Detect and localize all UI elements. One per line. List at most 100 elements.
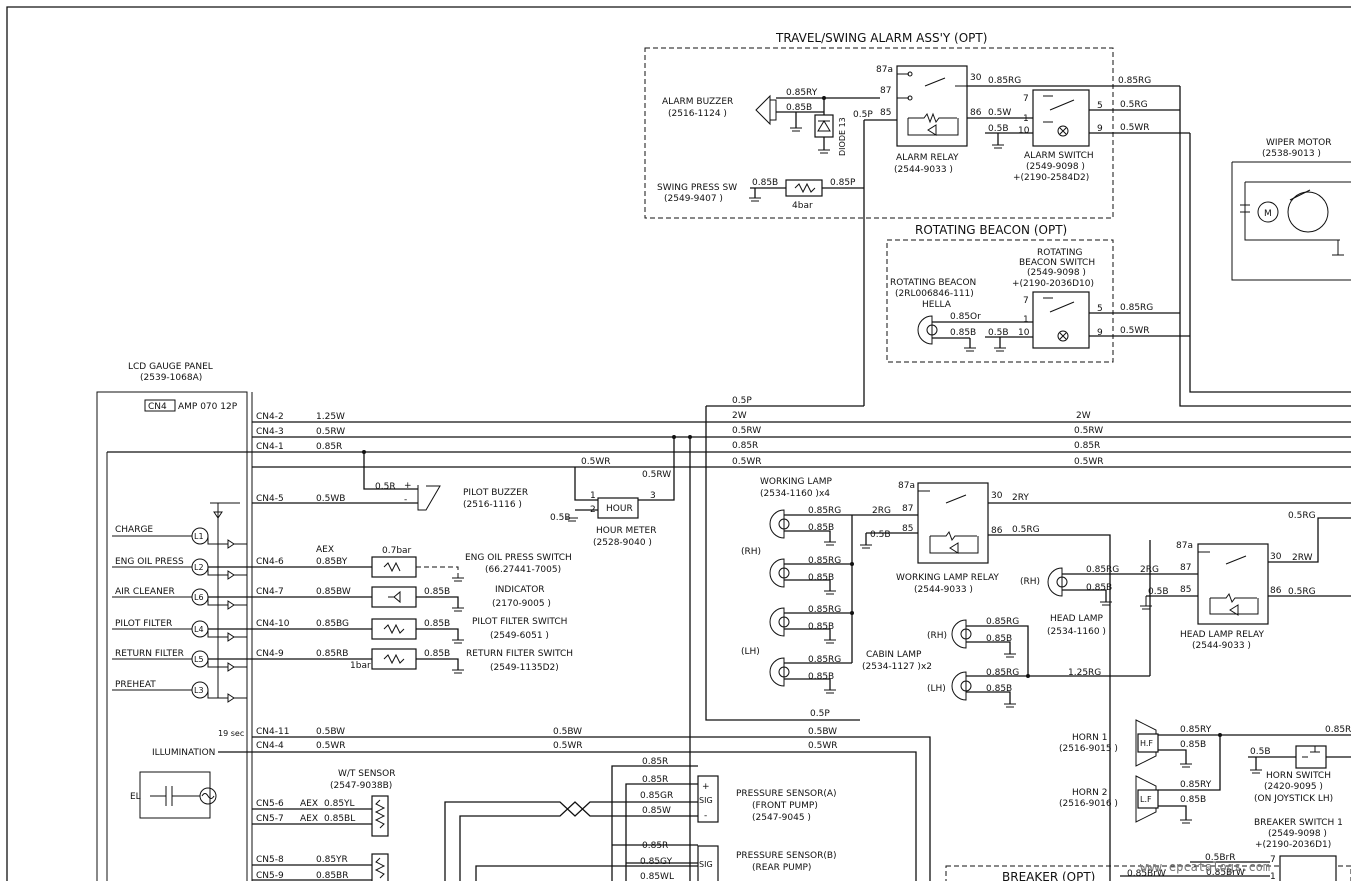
wire-label: 0.5RW <box>642 470 671 480</box>
wire-label: 0.85RG <box>808 605 841 615</box>
wire-label: 1.25W <box>316 412 345 422</box>
wire-label: 2RW <box>1292 553 1313 563</box>
lamp-id: L4 <box>194 625 204 634</box>
pin-label: CN4-1 <box>256 442 284 452</box>
pin-label: CN4-11 <box>256 727 289 737</box>
indicator-label-eng-oil: ENG OIL PRESS <box>115 557 184 567</box>
terminal-label: 87a <box>876 65 893 75</box>
wire-label: 0.85B <box>424 649 450 659</box>
hour-meter-pn: (2528-9040 ) <box>593 538 652 548</box>
terminal-label: SIG <box>699 796 713 805</box>
terminal-label: + <box>702 782 710 792</box>
lcd-gauge-panel: LCD GAUGE PANEL (2539-1068A) CN4 AMP 070… <box>96 362 253 881</box>
wire-label: 0.5RG <box>1288 587 1316 597</box>
diode-13 <box>814 114 834 138</box>
wire-label: 0.85RG <box>986 668 1019 678</box>
swing-press-switch-label: SWING PRESS SW <box>657 183 737 193</box>
head-lamp-relay-label: HEAD LAMP RELAY <box>1180 630 1264 640</box>
beacon-title: ROTATING BEACON (OPT) <box>915 223 1067 237</box>
pressure-setting-label: 1bar <box>350 661 371 671</box>
pin-label: CN4-5 <box>256 494 284 504</box>
terminal-label: 87 <box>902 504 913 514</box>
lamp-id: L3 <box>194 686 204 695</box>
wire-label: 0.5WR <box>316 741 345 751</box>
wire-label: 2RG <box>872 506 891 516</box>
diode-label: DIODE 13 <box>838 117 847 156</box>
indicator-label-pilot-filter: PILOT FILTER <box>115 619 172 629</box>
wire-label: 0.85B <box>808 573 834 583</box>
terminal-label: 9 <box>1097 124 1103 134</box>
working-lamp-relay-label: WORKING LAMP RELAY <box>896 573 999 583</box>
pressure-sensor-b-pump: (REAR PUMP) <box>752 863 811 873</box>
wire-label: 0.85B <box>808 523 834 533</box>
terminal-label: 86 <box>991 526 1003 536</box>
wire-label: 0.85GY <box>640 857 673 867</box>
alarm-switch <box>1032 89 1090 147</box>
wire-label: 0.5WR <box>581 457 610 467</box>
wire-label: 0.85WL <box>640 872 674 881</box>
indicator-label-preheat: PREHEAT <box>115 680 156 690</box>
terminal-label: 87 <box>1180 563 1191 573</box>
wire-label: 0.5B <box>550 513 571 523</box>
wire-label: 0.5RW <box>1074 426 1103 436</box>
working-lamp-relay-pn: (2544-9033 ) <box>914 585 973 595</box>
pin-label: CN5-8 <box>256 855 284 865</box>
pin-label: CN5-9 <box>256 871 284 881</box>
terminal-label: 2 <box>590 505 596 515</box>
terminal-label: 30 <box>1270 552 1282 562</box>
head-lamp-pn: (2534-1160 ) <box>1047 627 1106 637</box>
eng-oil-switch-pn: (66.27441-7005) <box>485 565 561 575</box>
wire-label: 0.85B <box>786 103 812 113</box>
eng-oil-switch-label: ENG OIL PRESS SWITCH <box>465 553 572 563</box>
side-label: (RH) <box>927 631 947 641</box>
wire-label: 2W <box>1076 411 1091 421</box>
beacon-lamp-symbol <box>917 315 933 345</box>
wire-label: 0.85B <box>986 634 1012 644</box>
pressure-sensor-b <box>697 845 719 881</box>
wire-label: 0.85BR <box>316 871 348 881</box>
horn-switch-label: HORN SWITCH <box>1266 771 1331 781</box>
wire-label: 0.85BrW <box>1127 869 1166 879</box>
horn-2-type: L.F <box>1140 795 1152 804</box>
pressure-setting-label: 0.7bar <box>382 546 412 556</box>
wt-sensor <box>371 795 389 837</box>
cabin-lamp-pn: (2534-1127 )x2 <box>862 662 932 672</box>
working-lamp-label: WORKING LAMP <box>760 477 833 487</box>
horn-switch-pn: (2420-9095 ) <box>1264 782 1323 792</box>
terminal-label: 87 <box>880 86 891 96</box>
beacon-switch <box>1032 291 1090 349</box>
wire-label: 0.85B <box>752 178 778 188</box>
wire-label: 0.85GR <box>640 791 673 801</box>
wire-label: 0.85RY <box>786 88 818 98</box>
beacon-lamp-brand: HELLA <box>922 300 952 310</box>
beacon-lamp-label: ROTATING BEACON <box>890 278 976 288</box>
terminal-label: SIG <box>699 860 713 869</box>
breaker-switch-label: BREAKER SWITCH 1 <box>1254 818 1343 828</box>
wire-label: 0.85B <box>1180 740 1206 750</box>
wire-label: 0.85Or <box>950 312 981 322</box>
wire-label: 0.85RG <box>1118 76 1151 86</box>
wire-label: 0.85R <box>642 757 668 767</box>
terminal-label: 5 <box>1097 101 1103 111</box>
terminal-label: 1 <box>1023 315 1029 325</box>
sheet-border <box>6 6 1351 881</box>
terminal-label: 10 <box>1018 328 1030 338</box>
terminal-label: 30 <box>991 491 1003 501</box>
el-label: EL <box>130 792 141 802</box>
wire-label: 0.85B <box>950 328 976 338</box>
terminal-label: 86 <box>970 108 982 118</box>
wire-label: 0.5P <box>810 709 830 719</box>
motor-m-symbol: M <box>1264 209 1272 219</box>
wire-label: 0.5B <box>988 124 1009 134</box>
pin-label: CN5-6 <box>256 799 284 809</box>
terminal-label: 1 <box>1023 114 1029 124</box>
beacon-switch-label: ROTATING <box>1037 248 1082 258</box>
horn-1-symbol <box>1135 719 1157 767</box>
wire-label: 0.85BrW <box>1206 868 1245 878</box>
head-lamp-label: HEAD LAMP <box>1050 614 1104 624</box>
wire-label: 0.5B <box>1148 587 1169 597</box>
working-lamp-pn: (2534-1160 )x4 <box>760 489 830 499</box>
pressure-sensor-a-pump: (FRONT PUMP) <box>752 801 818 811</box>
pin-label: CN5-7 <box>256 814 284 824</box>
wire-label: 0.85B <box>1180 795 1206 805</box>
